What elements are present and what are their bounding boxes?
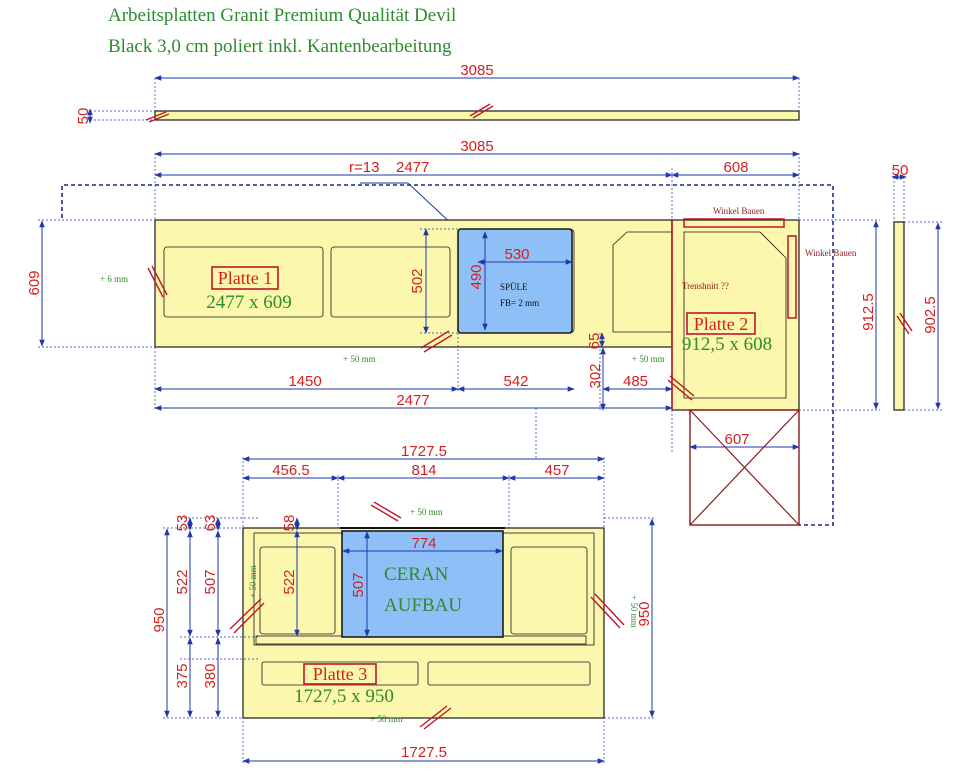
side-length-dim: 902.5 bbox=[922, 296, 939, 334]
sink-depth-dim: 490 bbox=[468, 264, 485, 289]
plate3-label: Platte 3 bbox=[313, 664, 368, 684]
plate3-seg-mid-dim: 814 bbox=[411, 462, 436, 479]
side-strip-slab bbox=[893, 221, 905, 411]
plate1-dim-d: 485 bbox=[623, 373, 648, 390]
plate2-size: 912,5 x 608 bbox=[682, 334, 772, 355]
plate-3: 1727.5 456.5 814 457 774 507 CERAN AUFBA… bbox=[151, 443, 656, 765]
plate2-cutout bbox=[689, 409, 800, 526]
row1-overall-dim: 3085 bbox=[460, 138, 493, 155]
plate3-left-e: 507 bbox=[202, 569, 219, 594]
plate3-bottom-total-dim: 1727.5 bbox=[401, 744, 447, 761]
plate-2: Winkel Bauen Winkel Bauen Trenshnitt ?? … bbox=[632, 206, 880, 526]
plate3-height-right-dim: 950 bbox=[636, 601, 653, 626]
ceran-line-1: CERAN bbox=[384, 564, 449, 585]
strip-length-dim: 3085 bbox=[460, 62, 493, 79]
sink: 530 490 SPÜLE FB= 2 mm 65 bbox=[457, 228, 605, 350]
plate3-bottom-note: + 50 mm bbox=[370, 714, 403, 724]
strip-thickness-dim: 50 bbox=[75, 108, 92, 125]
plate2-slab bbox=[671, 219, 800, 411]
plate1-slab bbox=[154, 219, 673, 348]
side-thickness-dim: 50 bbox=[892, 162, 909, 179]
plate3-seg-left-dim: 456.5 bbox=[272, 462, 310, 479]
plate3-top-total-dim: 1727.5 bbox=[401, 443, 447, 460]
plate3-left-a: 53 bbox=[174, 515, 191, 532]
radius-label: r=13 bbox=[349, 159, 379, 176]
plate3-left-c: 375 bbox=[174, 663, 191, 688]
plate1-502-dim: 502 bbox=[409, 268, 426, 293]
plate2-lower-width-dim: 607 bbox=[724, 431, 749, 448]
row1-dimensions: 3085 r=13 2477 608 bbox=[154, 138, 800, 229]
plate3-top-note: + 50 mm bbox=[410, 507, 443, 517]
plate3-size: 1727,5 x 950 bbox=[294, 686, 394, 707]
plate1-length-dim: 2477 bbox=[396, 159, 429, 176]
plate2-winkel-top: Winkel Bauen bbox=[713, 206, 765, 216]
title-line-1: Arbeitsplatten Granit Premium Qualität D… bbox=[108, 5, 456, 26]
plate3-inner-a: 58 bbox=[281, 515, 298, 532]
plate3-height-dim: 950 bbox=[151, 607, 168, 632]
sink-fb: FB= 2 mm bbox=[500, 298, 539, 308]
ceran-depth-dim: 507 bbox=[350, 572, 367, 597]
plate3-seg-right-dim: 457 bbox=[544, 462, 569, 479]
title-line-2: Black 3,0 cm poliert inkl. Kantenbearbei… bbox=[108, 36, 452, 57]
ceran-width-dim: 774 bbox=[411, 535, 436, 552]
ceran-line-2: AUFBAU bbox=[384, 595, 462, 616]
plate2-winkel-right: Winkel Bauen bbox=[805, 248, 857, 258]
sink-gap-dim: 65 bbox=[586, 333, 603, 350]
plate3-left-b: 522 bbox=[174, 569, 191, 594]
plate2-note: + 50 mm bbox=[632, 354, 665, 364]
sink-width-dim: 530 bbox=[504, 246, 529, 263]
plate1-label: Platte 1 bbox=[218, 268, 273, 288]
wall-outline bbox=[61, 184, 834, 526]
side-strip: 50 902.5 bbox=[891, 162, 942, 411]
plate3-right-note: + 50 mm bbox=[629, 595, 639, 628]
plate3-left-d: 63 bbox=[202, 515, 219, 532]
plate1-dim-c: 302 bbox=[587, 363, 604, 388]
sink-name: SPÜLE bbox=[500, 282, 528, 292]
plate1-edge-note: + 6 mm bbox=[100, 274, 128, 284]
top-strip: 3085 50 bbox=[75, 62, 800, 125]
plate1-size: 2477 x 609 bbox=[206, 292, 292, 313]
plate3-left-note: + 50 mm bbox=[248, 565, 258, 598]
plate1-depth-dim: 609 bbox=[26, 270, 43, 295]
plate-1: Platte 1 2477 x 609 + 6 mm 609 502 + 50 … bbox=[26, 219, 673, 460]
plate1-bottom-note: + 50 mm bbox=[343, 354, 376, 364]
plate3-inner-b: 522 bbox=[281, 569, 298, 594]
plate1-dim-b: 542 bbox=[503, 373, 528, 390]
plate1-total-dim: 2477 bbox=[396, 392, 429, 409]
plate2-trennschnitt: Trenshnitt ?? bbox=[682, 281, 729, 291]
plate1-dim-a: 1450 bbox=[288, 373, 321, 390]
plate2-width-dim: 608 bbox=[723, 159, 748, 176]
plate2-label: Platte 2 bbox=[694, 314, 749, 334]
plate2-depth-dim: 912.5 bbox=[860, 293, 877, 331]
plate3-left-f: 380 bbox=[202, 663, 219, 688]
